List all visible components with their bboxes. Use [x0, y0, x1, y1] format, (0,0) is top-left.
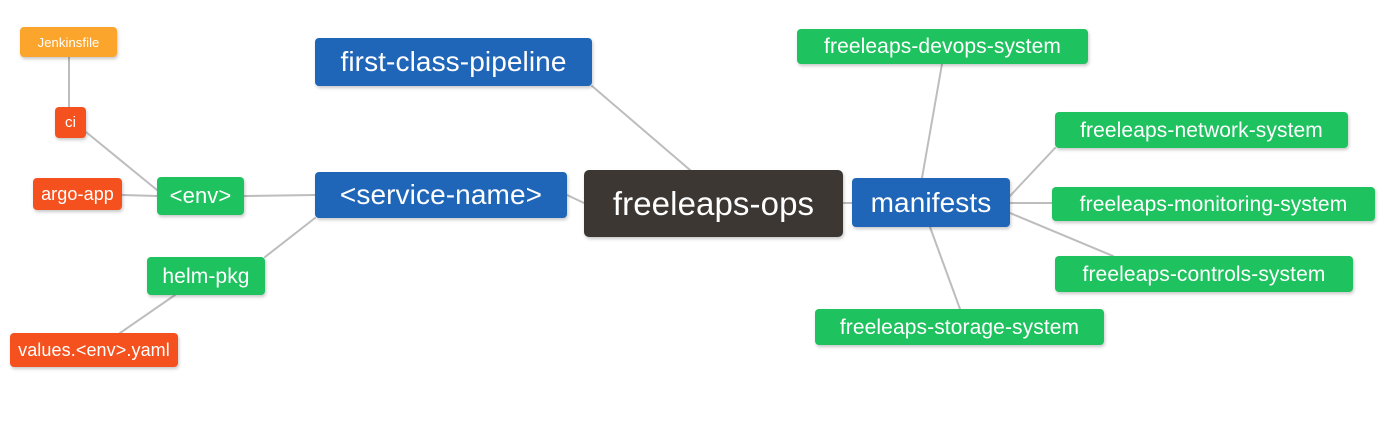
mindmap-edge — [119, 294, 176, 334]
mindmap-edge — [1009, 147, 1056, 197]
mindmap-node-storage[interactable]: freeleaps-storage-system — [815, 309, 1104, 345]
mindmap-edge — [921, 63, 943, 179]
mindmap-node-ci[interactable]: ci — [55, 107, 86, 138]
mindmap-edge — [264, 217, 316, 258]
mindmap-node-manifests[interactable]: manifests — [852, 178, 1010, 227]
mindmap-node-service[interactable]: <service-name> — [315, 172, 567, 218]
mindmap-node-controls[interactable]: freeleaps-controls-system — [1055, 256, 1353, 292]
mindmap-node-helm[interactable]: helm-pkg — [147, 257, 265, 295]
mindmap-node-monitoring[interactable]: freeleaps-monitoring-system — [1052, 187, 1375, 221]
mindmap-node-jenkins[interactable]: Jenkinsfile — [20, 27, 117, 57]
mindmap-edge — [121, 194, 158, 197]
mindmap-edge — [566, 194, 585, 204]
mindmap-node-root[interactable]: freeleaps-ops — [584, 170, 843, 237]
mindmap-node-pipeline[interactable]: first-class-pipeline — [315, 38, 592, 86]
mindmap-node-argo[interactable]: argo-app — [33, 178, 122, 210]
mindmap-edge — [591, 85, 691, 171]
mindmap-node-devops[interactable]: freeleaps-devops-system — [797, 29, 1088, 64]
mindmap-node-values[interactable]: values.<env>.yaml — [10, 333, 178, 367]
mindmap-node-network[interactable]: freeleaps-network-system — [1055, 112, 1348, 148]
mindmap-edge — [929, 226, 961, 310]
mindmap-edge — [243, 194, 316, 197]
mindmap-node-env[interactable]: <env> — [157, 177, 244, 215]
